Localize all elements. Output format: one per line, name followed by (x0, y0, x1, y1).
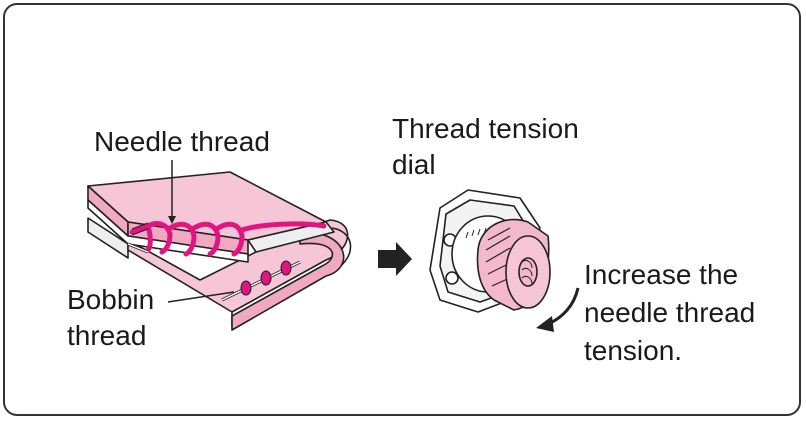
tension-dial-label: Thread tension dial (392, 113, 579, 180)
leader-lines (167, 160, 235, 303)
tension-dial-illustration (429, 189, 551, 313)
needle-thread-label: Needle thread (94, 126, 270, 157)
needle-thread-outline (131, 222, 149, 236)
bobbin-thread-label: Bobbin thread (67, 284, 155, 351)
arrow-right-icon (378, 242, 412, 276)
fabric-bottom-layer (87, 217, 129, 259)
curved-arrow-icon (536, 287, 580, 332)
instruction-text: Increase the needle thread tension. (584, 259, 756, 366)
bobbin-thread-leader (167, 291, 235, 303)
fabric-fold-curl (231, 231, 345, 331)
bobbin-thread-stitches (127, 242, 301, 302)
needle-thread-stitches (129, 221, 327, 257)
